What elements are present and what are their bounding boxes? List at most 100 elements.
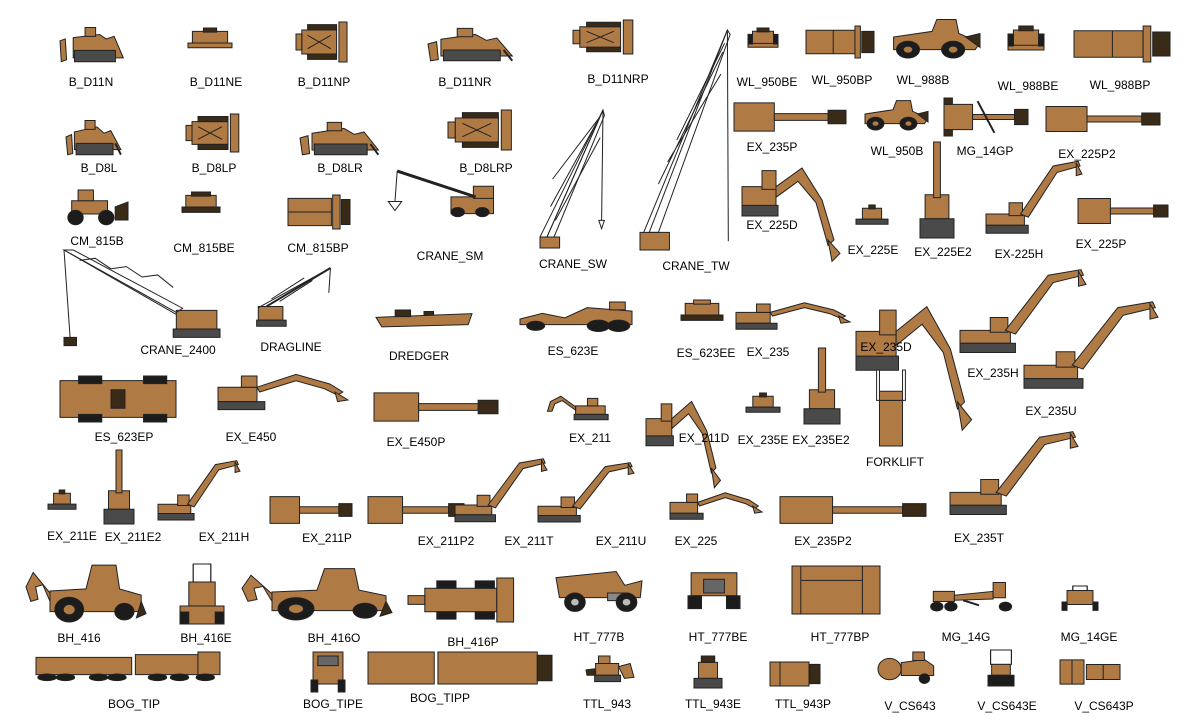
- wl-988b-symbol-icon: [884, 16, 980, 58]
- v-cs643-label: V_CS643: [884, 699, 936, 713]
- cm-815b-label: CM_815B: [70, 234, 124, 248]
- v-cs643-symbol-icon: [878, 652, 936, 684]
- forklift-symbol-icon: [873, 370, 909, 446]
- b-d11ne-symbol-icon: [188, 28, 232, 62]
- ex-211p-symbol-icon: [270, 494, 352, 526]
- ht-777bp-symbol-icon: [792, 566, 880, 614]
- ex-211-symbol-icon: [546, 392, 620, 424]
- ex-235p2-label: EX_235P2: [794, 534, 852, 548]
- ex-225p-label: EX_225P: [1075, 237, 1127, 251]
- v-cs643p-label: V_CS643P: [1074, 699, 1134, 713]
- ex-225h-label: EX-225H: [994, 247, 1044, 261]
- dragline-symbol-icon: [255, 268, 337, 330]
- ex-211e2-symbol-icon: [104, 450, 134, 524]
- b-d8lrp-symbol-icon: [448, 110, 520, 150]
- ex-225-symbol-icon: [670, 488, 762, 524]
- ttl-943-symbol-icon: [586, 656, 634, 688]
- ex-235d-symbol-icon: [856, 296, 974, 402]
- wl-988b-label: WL_988B: [896, 73, 950, 87]
- ttl-943p-label: TTL_943P: [774, 697, 832, 711]
- crane-sm-label: CRANE_SM: [416, 249, 484, 263]
- b-d8l-label: B_D8L: [80, 161, 118, 175]
- ht-777be-symbol-icon: [688, 570, 740, 616]
- forklift-label: FORKLIFT: [865, 455, 925, 469]
- ex-235e2-symbol-icon: [804, 348, 840, 424]
- ex-225e-label: EX_225E: [847, 243, 899, 257]
- ex-211u-label: EX_211U: [595, 534, 647, 548]
- ex-211p2-symbol-icon: [368, 494, 464, 526]
- wl-950b-label: WL_950B: [870, 144, 924, 158]
- ex-211p2-label: EX_211P2: [417, 534, 475, 548]
- cm-815be-symbol-icon: [182, 192, 220, 226]
- b-d11n-label: B_D11N: [68, 75, 114, 89]
- ex-225p-symbol-icon: [1078, 196, 1168, 226]
- es-623e-label: ES_623E: [547, 344, 599, 358]
- ex-235-symbol-icon: [736, 298, 850, 334]
- ex-235t-label: EX_235T: [953, 531, 1005, 545]
- ex-211e2-label: EX_211E2: [104, 530, 162, 544]
- ex-225p2-label: EX_225P2: [1058, 147, 1116, 161]
- b-d11nrp-symbol-icon: [573, 20, 641, 54]
- ttl-943e-label: TTL_943E: [684, 697, 742, 711]
- crane-sw-symbol-icon: [540, 110, 610, 248]
- bh-416o-label: BH_416O: [307, 631, 361, 645]
- wl-988be-label: WL_988BE: [997, 79, 1059, 93]
- b-d11nr-symbol-icon: [428, 26, 514, 62]
- b-d8lr-label: B_D8LR: [317, 161, 363, 175]
- v-cs643e-symbol-icon: [988, 650, 1014, 686]
- ex-235e-label: EX_235E: [737, 433, 789, 447]
- ex-225h-symbol-icon: [986, 158, 1082, 238]
- crane-2400-label: CRANE_2400: [140, 343, 216, 357]
- ex-211e-label: EX_211E: [47, 529, 97, 543]
- ex-235p2-symbol-icon: [780, 494, 926, 526]
- wl-988bp-symbol-icon: [1074, 26, 1170, 62]
- ex-235t-symbol-icon: [950, 428, 1078, 520]
- ex-211t-symbol-icon: [455, 456, 547, 526]
- crane-2400-symbol-icon: [64, 250, 220, 354]
- b-d11np-symbol-icon: [296, 22, 354, 62]
- wl-950bp-symbol-icon: [806, 26, 874, 58]
- ex-e450-symbol-icon: [218, 368, 348, 416]
- ex-235-label: EX_235: [746, 345, 790, 359]
- bh-416-symbol-icon: [26, 560, 146, 622]
- wl-988be-symbol-icon: [1008, 26, 1044, 66]
- ex-225d-label: EX_225D: [746, 218, 798, 232]
- bog-tip-label: BOG_TIP: [107, 697, 161, 711]
- ex-235u-label: EX_235U: [1025, 404, 1077, 418]
- ex-211e-symbol-icon: [48, 490, 76, 522]
- bh-416o-symbol-icon: [242, 564, 392, 620]
- crane-tw-symbol-icon: [640, 30, 732, 250]
- bh-416-label: BH_416: [57, 631, 101, 645]
- mg-14g-symbol-icon: [928, 580, 1016, 618]
- ex-235d-label: EX_235D: [860, 340, 912, 354]
- cm-815b-symbol-icon: [64, 190, 128, 226]
- ex-235p-symbol-icon: [734, 100, 846, 134]
- wl-950be-symbol-icon: [748, 28, 778, 60]
- ex-225e-symbol-icon: [856, 205, 888, 237]
- ex-211h-symbol-icon: [158, 458, 240, 524]
- mg-14g-label: MG_14G: [941, 630, 991, 644]
- bog-tip-symbol-icon: [36, 652, 220, 692]
- b-d8lr-symbol-icon: [300, 120, 380, 156]
- bog-tipp-label: BOG_TIPP: [409, 691, 471, 705]
- cm-815be-label: CM_815BE: [173, 241, 235, 255]
- crane-sw-label: CRANE_SW: [538, 257, 608, 271]
- b-d8l-symbol-icon: [66, 118, 122, 156]
- dredger-label: DREDGER: [388, 349, 450, 363]
- bog-tipp-symbol-icon: [368, 652, 552, 684]
- ttl-943p-symbol-icon: [770, 662, 820, 686]
- ex-225d-symbol-icon: [742, 160, 842, 240]
- v-cs643e-label: V_CS643E: [977, 699, 1037, 713]
- b-d8lp-symbol-icon: [186, 114, 246, 152]
- crane-sm-symbol-icon: [386, 168, 498, 244]
- ex-211h-label: EX_211H: [198, 530, 250, 544]
- b-d11n-symbol-icon: [60, 25, 126, 63]
- ex-225e2-label: EX_225E2: [914, 245, 972, 259]
- dredger-symbol-icon: [376, 310, 472, 332]
- ex-e450-label: EX_E450: [225, 430, 277, 444]
- cm-815bp-label: CM_815BP: [287, 241, 349, 255]
- ex-211t-label: EX_211T: [504, 534, 554, 548]
- es-623ee-symbol-icon: [681, 300, 723, 334]
- wl-950b-symbol-icon: [858, 98, 928, 130]
- wl-950bp-label: WL_950BP: [811, 73, 873, 87]
